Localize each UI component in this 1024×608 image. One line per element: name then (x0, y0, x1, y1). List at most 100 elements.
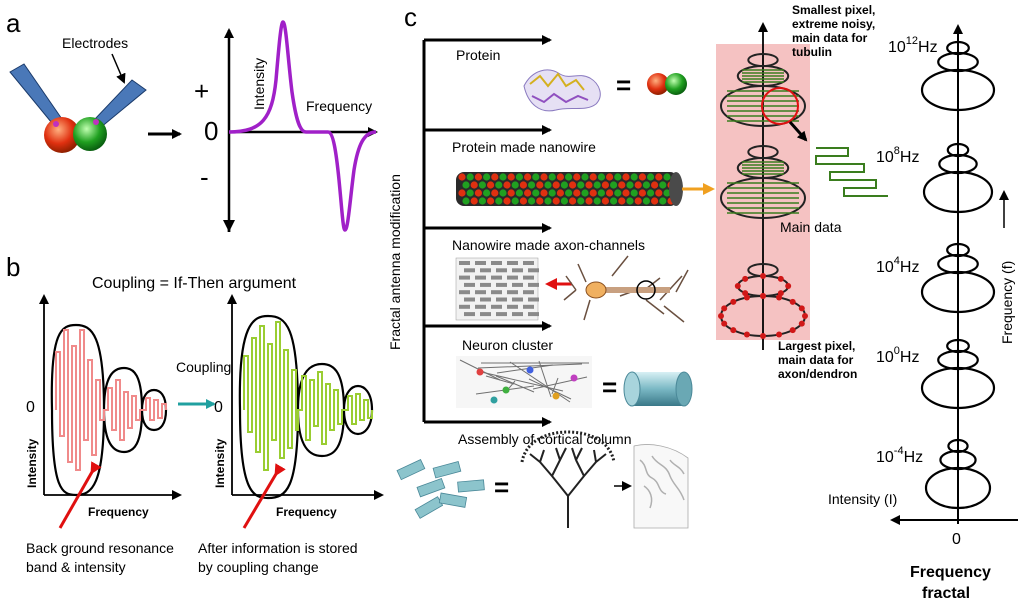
freq-label-4: 104Hz (876, 255, 919, 276)
band-dot (730, 327, 737, 334)
fractal-title-1: Frequency (910, 564, 991, 581)
nanowire-bead (528, 197, 536, 205)
axon-channels-icon (455, 257, 539, 321)
left-chart-x-label: Frequency (88, 505, 149, 519)
band-dot (730, 298, 737, 305)
cylinder-icon (623, 371, 693, 407)
axon-channel-segment (512, 297, 523, 302)
axon-channel-segment (459, 304, 470, 309)
coupling-label: Coupling (176, 359, 231, 375)
nanowire-bead (601, 197, 610, 205)
main-data-label: Main data (780, 219, 842, 235)
band-dot (742, 290, 749, 297)
protein-structure-icon (523, 69, 601, 112)
axon-channel-segment (480, 297, 491, 302)
nanowire-bead (524, 173, 532, 181)
right-chart-y-label: Intensity (213, 438, 227, 488)
intensity-label: Intensity (I) (828, 491, 897, 507)
red-protein-icon (44, 117, 80, 153)
largest-note-1: Largest pixel, (778, 339, 855, 353)
nanowire-bead (491, 189, 499, 197)
neuron-cluster-icon (456, 356, 592, 408)
nanowire-bead (593, 197, 601, 205)
nanowire-bead (597, 173, 606, 181)
smallest-note-2: extreme noisy, (792, 17, 875, 31)
panel-b-title: Coupling = If-Then argument (92, 275, 297, 292)
green-protein-icon (73, 117, 107, 151)
level-neuron-cluster: Neuron cluster (462, 337, 553, 353)
nanowire-bead (556, 173, 565, 181)
axon-channel-segment (507, 290, 518, 295)
nanowire-bead (474, 189, 482, 197)
axon-channel-segment (528, 282, 539, 287)
axon-channel-segment (475, 261, 486, 265)
nanowire-bead (462, 181, 470, 189)
frequency-fractal: 1012Hz 108Hz 104Hz 100Hz 10-4Hz Frequenc… (828, 24, 1018, 602)
axon-channel-segment (475, 275, 486, 280)
nanowire-bead (651, 181, 659, 189)
fractal-loop-small (946, 142, 970, 158)
nanowire-bead (577, 181, 585, 189)
nanowire-bead (536, 181, 544, 189)
nanowire-bead (552, 181, 560, 189)
nanowire-bead (495, 197, 503, 205)
axon-channel-segment (496, 297, 507, 302)
band-dot (789, 327, 796, 334)
nanowire-bead (540, 189, 548, 197)
fractal-loops (920, 40, 996, 510)
nanowire-bead (622, 189, 630, 197)
band-dot (760, 333, 766, 339)
nanowire-bead (626, 181, 634, 189)
freq-label-8: 108Hz (876, 145, 919, 166)
cluster-equals: = (602, 372, 617, 402)
level-nanowire: Protein made nanowire (452, 139, 596, 155)
nanowire-bead (519, 197, 528, 205)
nanowire-bead (487, 181, 495, 189)
nanowire-bead (487, 197, 495, 205)
nanowire-bead (597, 189, 606, 197)
left-red-arrow-icon (58, 461, 102, 529)
axon-channel-segment (528, 268, 539, 273)
band-dot (760, 273, 766, 279)
nanowire-bead (581, 173, 589, 181)
band-dot (760, 293, 766, 299)
electrodes-label: Electrodes (62, 35, 128, 51)
smallest-note-3: main data for (792, 31, 868, 45)
cluster-neuron (490, 396, 498, 404)
nanowire-bead (573, 173, 581, 181)
axon-channel-segment (491, 261, 502, 265)
band-dot (718, 313, 724, 319)
nanowire-bead (655, 189, 663, 197)
panel-c: c Fractal antenna modification Protein P… (387, 2, 888, 529)
mini-cylinder (416, 478, 446, 498)
left-chart-y-label: Intensity (25, 438, 39, 488)
nanowire-bead (462, 197, 470, 205)
nanowire-bead (524, 189, 532, 197)
nanowire-bead (647, 189, 655, 197)
nanowire-bead (515, 173, 524, 181)
nanowire-bead (507, 173, 515, 181)
nanowire-bead (634, 181, 642, 189)
cluster-fiber (485, 375, 515, 385)
axon-channel-segment (496, 282, 507, 287)
nanowire-bead (573, 189, 581, 197)
nanowire-bead (532, 189, 540, 197)
nanowire-bead (659, 181, 667, 189)
mini-cylinder-body (414, 496, 444, 519)
zoom-circle-icon (761, 87, 799, 125)
axon-channel-segment (459, 290, 470, 295)
cluster-neuron (570, 374, 578, 382)
nanowire-bead (470, 197, 478, 205)
axon-channel-segment (523, 261, 534, 265)
axon-channel-segment (480, 268, 491, 273)
nanowire-bead (470, 181, 478, 189)
nanowire-bead (581, 189, 589, 197)
axon-channel-segment (491, 290, 502, 295)
nanowire-bead (495, 181, 503, 189)
nanowire-bead (638, 173, 647, 181)
smallest-note-1: Smallest pixel, (792, 3, 875, 17)
mini-cylinder (438, 492, 468, 508)
axon-channel-segment (464, 268, 475, 273)
nanowire-bead (601, 181, 610, 189)
